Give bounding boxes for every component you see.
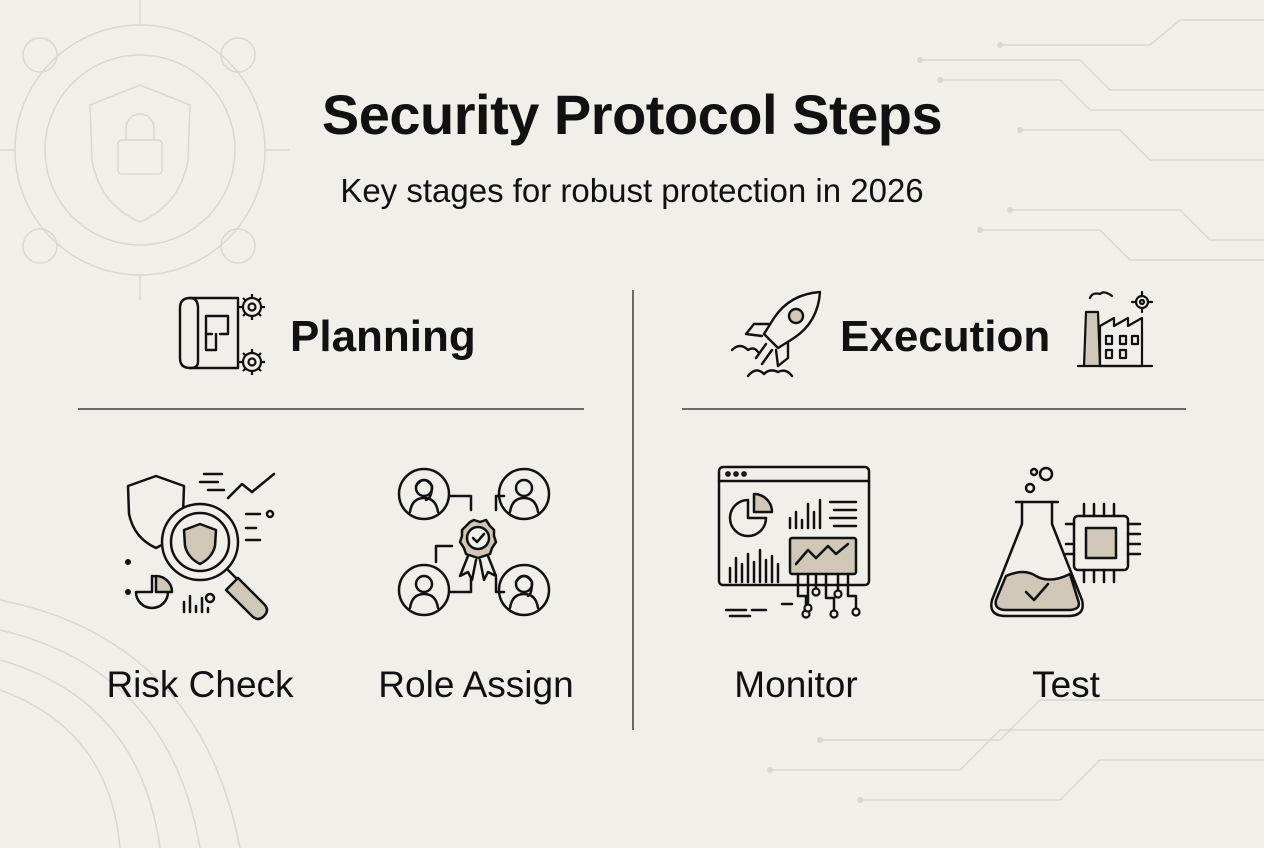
section-title-execution: Execution <box>840 312 1051 361</box>
page-title: Security Protocol Steps <box>321 83 943 146</box>
dashboard-monitor-icon <box>717 465 871 619</box>
rocket-icon <box>730 290 822 378</box>
item-label-test: Test <box>1032 664 1100 705</box>
planning-rule <box>78 408 584 410</box>
section-divider <box>632 290 634 730</box>
role-network-icon <box>397 467 551 617</box>
factory-icon <box>1076 290 1154 368</box>
item-label-role-assign: Role Assign <box>378 664 574 705</box>
blueprint-gears-icon <box>178 294 265 375</box>
page-subtitle: Key stages for robust protection in 2026 <box>340 172 924 209</box>
shield-magnifier-icon <box>125 472 276 621</box>
execution-rule <box>682 408 1186 410</box>
flask-chip-icon <box>990 466 1142 618</box>
item-label-monitor: Monitor <box>734 664 858 705</box>
item-label-risk-check: Risk Check <box>106 664 294 705</box>
section-title-planning: Planning <box>290 312 476 361</box>
